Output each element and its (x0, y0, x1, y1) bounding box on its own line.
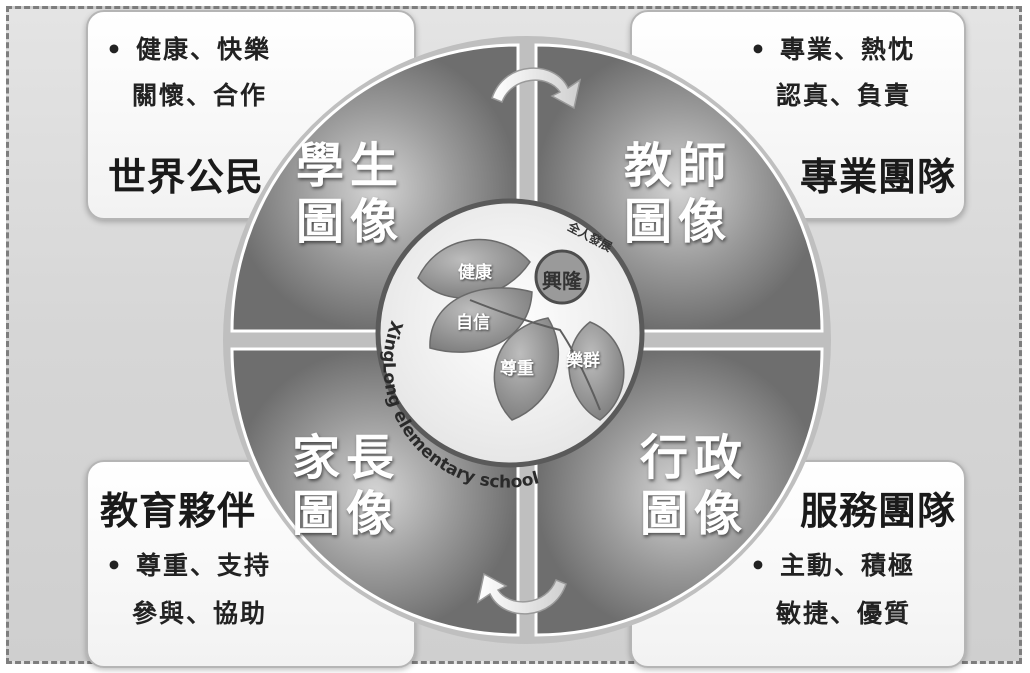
quad-text: 家長 圖像 (292, 430, 401, 542)
bullet-text: 關懷、合作 (132, 81, 268, 110)
bullet-dot: • (106, 35, 124, 64)
card-students: • 健康、快樂 關懷、合作 世界公民 (86, 10, 416, 220)
leaf-label: 尊重 (500, 359, 534, 379)
rotate-arrow-bottom-icon (476, 572, 567, 615)
quadrant-label-student: 學生 圖像 (296, 138, 404, 250)
card-title: 服務團隊 (800, 489, 957, 533)
leaf-label: 健康 (458, 263, 492, 283)
bullet-dot: • (750, 551, 768, 580)
quad-text: 行政 圖像 (640, 430, 749, 542)
bullet-text: 敏捷、優質 (776, 599, 912, 628)
bullet-text: 認真、負責 (776, 81, 912, 110)
bullet-line: 敏捷、優質 (776, 594, 911, 630)
rotate-arrow-top-icon (491, 67, 582, 110)
leaf-health (417, 238, 531, 299)
bullet-line: • 主動、積極 (750, 546, 915, 582)
bullet-line: • 尊重、支持 (106, 546, 271, 582)
quadrant-label-parent: 家長 圖像 (292, 430, 400, 542)
quad-text: 學生 圖像 (296, 138, 405, 250)
bullet-text: 專業、熱忱 (779, 35, 915, 64)
quadrant-label-teacher: 教師 圖像 (624, 138, 732, 250)
leaf-stem (469, 299, 601, 411)
bullet-line: • 健康、快樂 (106, 30, 271, 66)
bullet-text: 健康、快樂 (135, 35, 271, 64)
quad-text: 教師 圖像 (624, 138, 733, 250)
bullet-text: 主動、積極 (779, 551, 915, 580)
card-title: 專業團隊 (800, 155, 957, 199)
bullet-line: 認真、負責 (776, 76, 911, 112)
bullet-line: • 專業、熱忱 (750, 30, 915, 66)
card-title: 世界公民 (108, 155, 265, 199)
brand-logo-text: 興隆 (542, 269, 582, 293)
bullet-dot: • (750, 35, 768, 64)
leaf-harmony (568, 321, 625, 421)
bullet-text: 參與、協助 (132, 599, 268, 628)
bullet-text: 尊重、支持 (135, 551, 271, 580)
card-title: 教育夥伴 (100, 489, 257, 533)
leaf-respect (493, 317, 559, 421)
bullet-dot: • (106, 551, 124, 580)
leaf-label: 自信 (456, 313, 490, 333)
leaf-label: 樂群 (566, 351, 600, 371)
leaf-cluster-icon (417, 238, 625, 421)
brand-seal (534, 249, 590, 305)
quadrant-label-admin: 行政 圖像 (640, 430, 748, 542)
leaf-confidence (429, 287, 533, 353)
bullet-line: 關懷、合作 (132, 76, 267, 112)
bullet-line: 參與、協助 (132, 594, 267, 630)
